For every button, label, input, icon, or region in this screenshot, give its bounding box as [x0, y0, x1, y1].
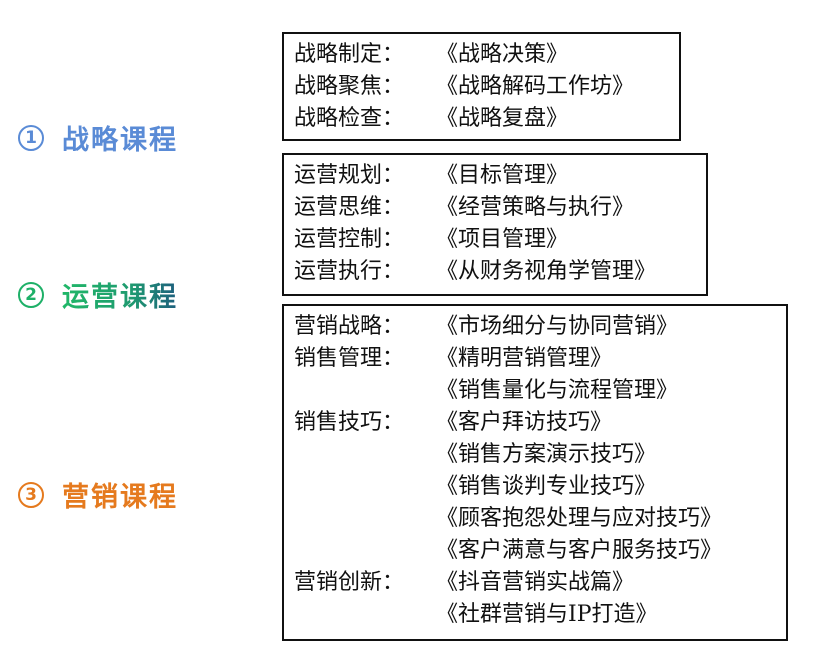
course-label: 运营思维： [294, 195, 405, 220]
course-row: 营销战略： 《市场细分与协同营销》 [294, 311, 786, 343]
course-row: 销售管理： 《精明营销管理》 [294, 343, 786, 375]
course-row: 《销售方案演示技巧》 [294, 439, 786, 471]
category-title: 运营课程 [62, 275, 178, 314]
course-title: 《销售谈判专业技巧》 [436, 474, 657, 499]
category-strategy: 1 战略课程 [18, 118, 178, 157]
course-title: 《客户拜访技巧》 [436, 410, 613, 435]
category-marketing: 3 营销课程 [18, 475, 178, 514]
strategy-course-box: 战略制定： 《战略决策》 战略聚焦： 《战略解码工作坊》 战略检查： 《战略复盘》 [282, 32, 681, 141]
course-label: 运营规划： [294, 163, 405, 188]
course-label: 销售技巧： [294, 410, 405, 435]
course-title: 《战略决策》 [436, 42, 569, 67]
course-label: 战略制定： [294, 42, 405, 67]
course-row: 《顾客抱怨处理与应对技巧》 [294, 503, 786, 535]
category-operations: 2 运营课程 [18, 275, 178, 314]
course-row: 《社群营销与IP打造》 [294, 599, 786, 631]
number-badge-1: 1 [18, 124, 44, 151]
course-row: 运营思维： 《经营策略与执行》 [294, 192, 706, 224]
course-title: 《销售方案演示技巧》 [436, 442, 657, 467]
course-title: 《顾客抱怨处理与应对技巧》 [436, 506, 723, 531]
course-label: 运营控制： [294, 227, 405, 252]
marketing-course-box: 营销战略： 《市场细分与协同营销》 销售管理： 《精明营销管理》 《销售量化与流程管… [282, 304, 788, 641]
course-title: 《抖音营销实战篇》 [436, 570, 635, 595]
operations-course-box: 运营规划： 《目标管理》 运营思维： 《经营策略与执行》 运营控制： 《项目管理》 运… [282, 153, 708, 296]
course-label [294, 375, 436, 407]
number-badge-2: 2 [18, 281, 44, 308]
course-label: 战略聚焦： [294, 74, 405, 99]
course-row: 战略聚焦： 《战略解码工作坊》 [294, 71, 679, 103]
course-row: 营销创新： 《抖音营销实战篇》 [294, 567, 786, 599]
course-title: 《客户满意与客户服务技巧》 [436, 538, 723, 563]
course-title: 《目标管理》 [436, 163, 569, 188]
course-title: 《市场细分与协同营销》 [436, 314, 679, 339]
course-label [294, 471, 436, 503]
course-label: 运营执行： [294, 259, 405, 284]
course-title: 《经营策略与执行》 [436, 195, 635, 220]
course-label [294, 439, 436, 471]
course-title: 《从财务视角学管理》 [436, 259, 657, 284]
course-title: 《战略解码工作坊》 [436, 74, 635, 99]
course-title: 《战略复盘》 [436, 106, 569, 131]
course-row: 《销售量化与流程管理》 [294, 375, 786, 407]
course-title: 《项目管理》 [436, 227, 569, 252]
course-label: 销售管理： [294, 346, 405, 371]
course-label [294, 599, 436, 631]
course-row: 战略制定： 《战略决策》 [294, 39, 679, 71]
course-title: 《销售量化与流程管理》 [436, 378, 679, 403]
course-label [294, 535, 436, 567]
course-row: 《客户满意与客户服务技巧》 [294, 535, 786, 567]
number-badge-3: 3 [18, 481, 44, 508]
course-row: 运营执行： 《从财务视角学管理》 [294, 256, 706, 288]
category-title: 战略课程 [62, 125, 178, 156]
course-row: 《销售谈判专业技巧》 [294, 471, 786, 503]
course-row: 销售技巧： 《客户拜访技巧》 [294, 407, 786, 439]
course-row: 运营控制： 《项目管理》 [294, 224, 706, 256]
course-label: 战略检查： [294, 106, 405, 131]
category-title: 营销课程 [62, 482, 178, 513]
course-title: 《精明营销管理》 [436, 346, 613, 371]
course-title: 《社群营销与IP打造》 [436, 602, 658, 627]
course-label: 营销创新： [294, 570, 405, 595]
course-label [294, 503, 436, 535]
course-label: 营销战略： [294, 314, 405, 339]
course-row: 运营规划： 《目标管理》 [294, 160, 706, 192]
course-row: 战略检查： 《战略复盘》 [294, 103, 679, 135]
